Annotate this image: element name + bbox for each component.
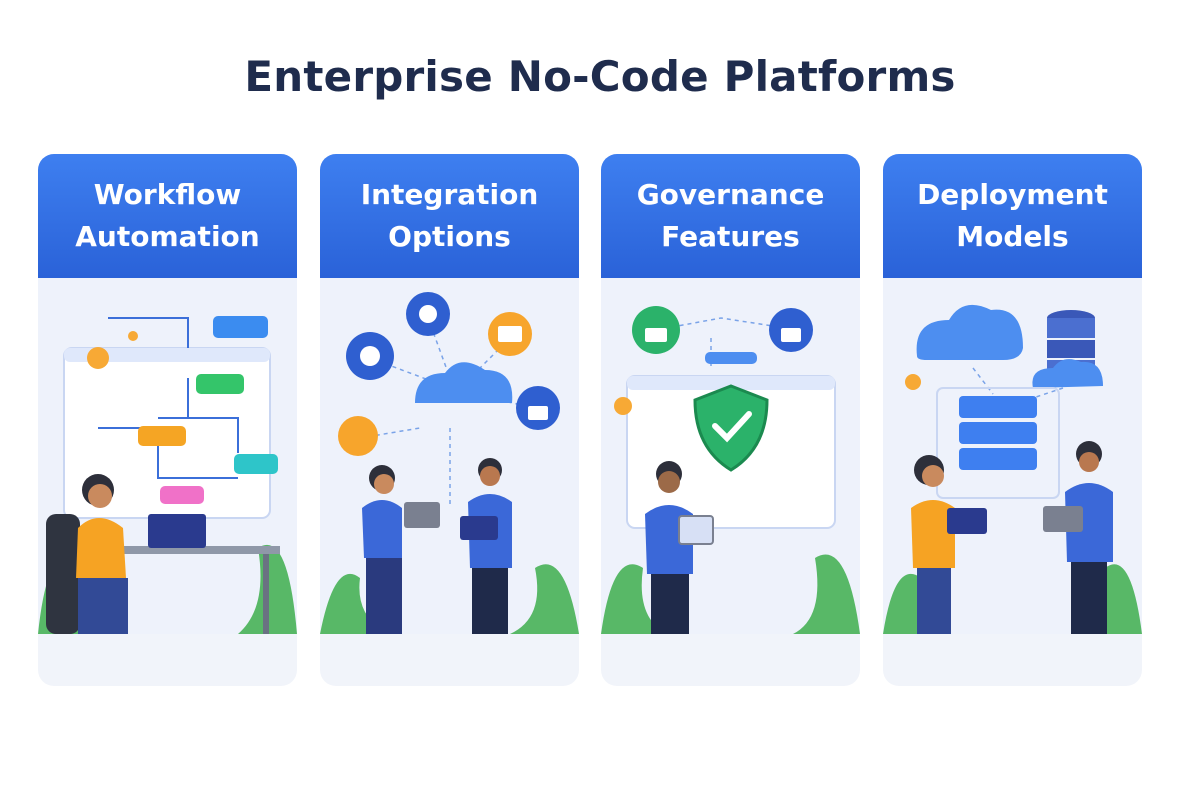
lock-icon: [769, 308, 813, 352]
card-title-line2: Automation: [75, 220, 260, 253]
card-title-line2: Models: [956, 220, 1069, 253]
workflow-diagram-icon: [38, 316, 297, 634]
integration-network-icon: [320, 292, 579, 634]
page-title: Enterprise No-Code Platforms: [244, 52, 956, 101]
card-workflow-automation: Workflow Automation: [38, 154, 297, 686]
card-title-line1: Deployment: [917, 178, 1108, 211]
cloud-icon: [916, 304, 1023, 360]
card-title-line1: Governance: [636, 178, 825, 211]
governance-illustration: [601, 278, 860, 634]
workflow-illustration: [38, 278, 297, 634]
card-title-line1: Workflow: [93, 178, 242, 211]
card-header: Governance Features: [601, 154, 860, 278]
gear-icon: [406, 292, 450, 336]
gear-icon: [346, 332, 394, 380]
card-title-line2: Features: [661, 220, 800, 253]
card-header: Integration Options: [320, 154, 579, 278]
card-governance-features: Governance Features: [601, 154, 860, 686]
governance-shield-icon: [601, 306, 860, 634]
lock-icon: [632, 306, 680, 354]
puzzle-icon: [338, 416, 378, 456]
card-header: Deployment Models: [883, 154, 1142, 278]
shield-check-icon: [693, 384, 769, 472]
deployment-illustration: [883, 278, 1142, 634]
card-integration-options: Integration Options: [320, 154, 579, 686]
card-title-line1: Integration: [360, 178, 539, 211]
card-deployment-models: Deployment Models: [883, 154, 1142, 686]
card-title-line2: Options: [388, 220, 511, 253]
card-header: Workflow Automation: [38, 154, 297, 278]
integration-illustration: [320, 278, 579, 634]
deployment-cloud-server-icon: [883, 304, 1142, 634]
